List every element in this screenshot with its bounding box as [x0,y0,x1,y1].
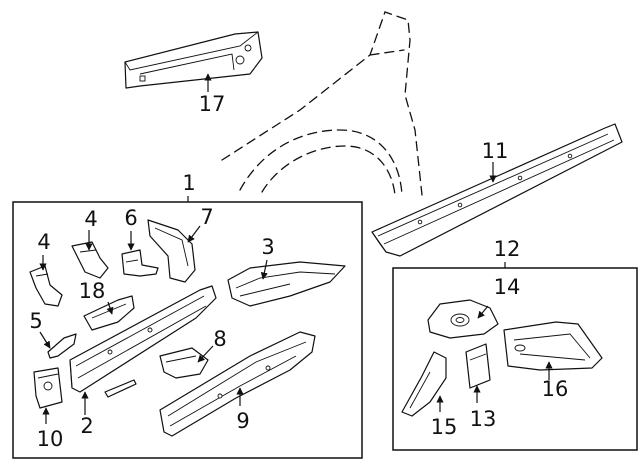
callout-1: 1 [182,171,195,195]
part-16-wheelhouse-panel[interactable] [503,321,603,371]
part-4-bracket-left[interactable] [29,265,63,307]
callout-12: 12 [494,237,521,261]
group-box-12 [392,267,638,451]
part-8-bracket[interactable] [159,347,209,379]
part-9-lower-rail[interactable] [159,331,316,437]
callout-18: 18 [79,279,106,303]
callout-9: 9 [236,409,249,433]
leader-18 [106,301,114,315]
part-11-side-sill[interactable] [371,123,623,257]
leader-5 [39,331,51,349]
part-3-wheelhouse-rail[interactable] [227,261,346,307]
part-13-reinforcement[interactable] [465,343,491,389]
callout-4b: 4 [84,207,97,231]
part-2-front-rail[interactable] [69,285,217,393]
small-bar-part[interactable] [104,379,137,398]
leader-7 [187,225,201,243]
callout-3: 3 [261,235,274,259]
part-6-bracket[interactable] [121,249,159,277]
callout-4a: 4 [37,230,50,254]
callout-16: 16 [542,377,569,401]
callout-7: 7 [200,205,213,229]
leader-3 [260,259,268,280]
part-14-strut-tower[interactable] [427,299,499,339]
part-5-clip[interactable] [47,333,77,359]
part-15-bracket[interactable] [401,351,447,417]
callout-10: 10 [37,427,64,451]
part-4-bracket-right[interactable] [71,241,109,279]
callout-8: 8 [213,327,226,351]
fender-phantom [221,11,423,196]
leader-8 [197,345,214,363]
callout-2: 2 [80,414,93,438]
callout-6: 6 [124,206,137,230]
part-7-apron-bracket[interactable] [147,219,196,283]
leader-14 [477,305,489,319]
callout-17: 17 [199,92,226,116]
callout-14: 14 [494,275,521,299]
callout-15: 15 [431,415,458,439]
callout-13: 13 [470,407,497,431]
part-10-plate[interactable] [33,367,63,409]
callout-5: 5 [29,309,42,333]
part-17-upper-rail[interactable] [124,31,263,89]
callout-11: 11 [482,139,509,163]
